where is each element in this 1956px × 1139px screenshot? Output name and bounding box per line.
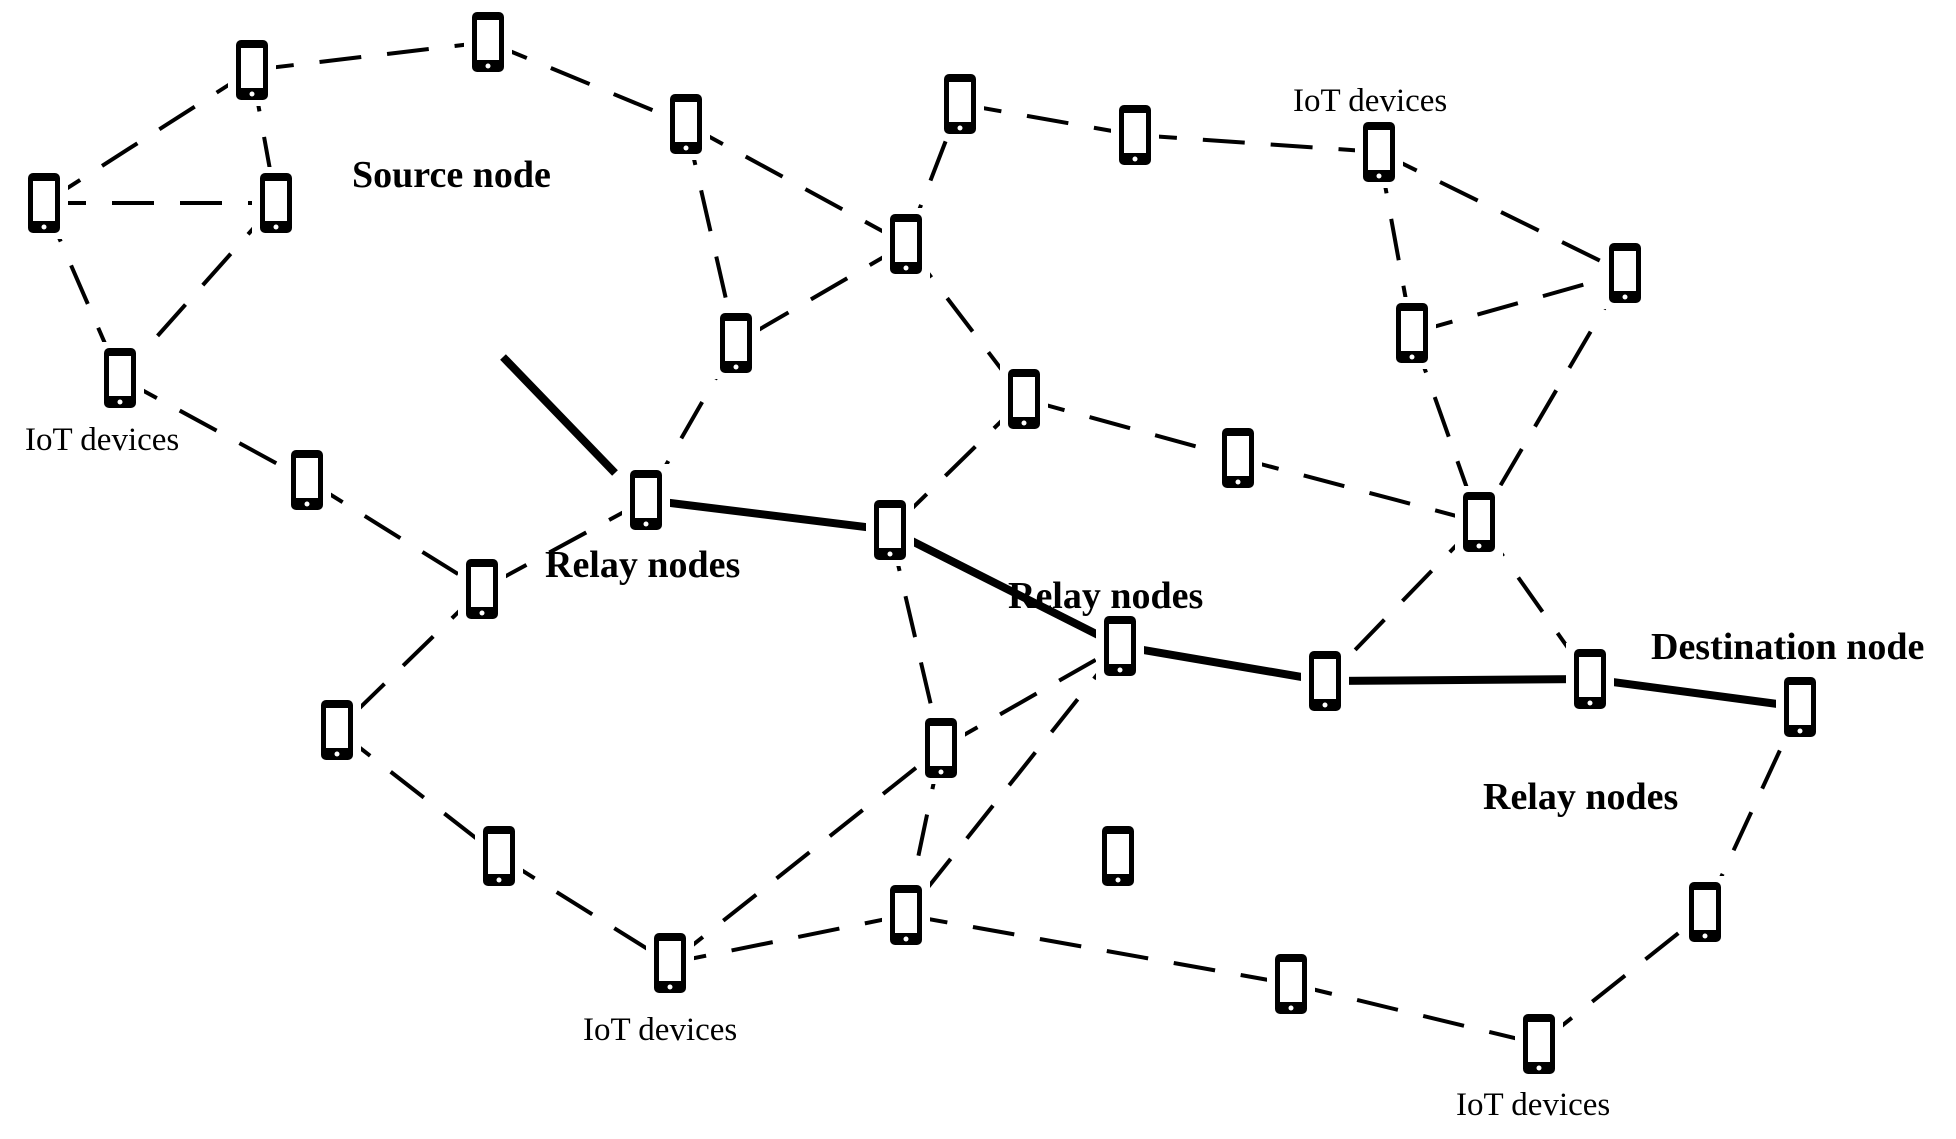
- route-link: [1589, 675, 1801, 711]
- dashed-link: [487, 40, 687, 126]
- label-source-node: Source node: [352, 154, 551, 196]
- source-route-link: [500, 354, 618, 476]
- mobile-phone-icon: [882, 879, 930, 951]
- mobile-phone-icon: [1776, 671, 1824, 743]
- label-iot-devices-4: IoT devices: [1456, 1087, 1610, 1123]
- label-destination-node: Destination node: [1651, 626, 1924, 668]
- mobile-phone-icon: [313, 694, 361, 766]
- mobile-phone-icon: [464, 6, 512, 78]
- dashed-link: [42, 68, 254, 205]
- mobile-phone-icon: [1111, 99, 1159, 171]
- mobile-phone-icon: [1094, 820, 1142, 892]
- label-iot-devices-2: IoT devices: [1293, 83, 1447, 119]
- dashed-link: [119, 376, 308, 482]
- mobile-phone-icon: [1515, 1008, 1563, 1080]
- mobile-phone-icon: [917, 712, 965, 784]
- mobile-phone-icon: [1566, 643, 1614, 715]
- mobile-phone-icon: [1267, 948, 1315, 1020]
- dashed-link: [1323, 520, 1481, 683]
- dashed-link: [685, 122, 907, 246]
- mobile-phone-icon: [20, 167, 68, 239]
- dashed-link: [497, 854, 672, 965]
- dashed-link: [940, 644, 1121, 750]
- dashed-link: [251, 40, 489, 72]
- dashed-link: [1290, 982, 1540, 1046]
- dashed-link: [335, 728, 501, 858]
- label-relay-nodes-1: Relay nodes: [545, 544, 740, 586]
- mobile-phone-icon: [622, 464, 670, 536]
- dashed-link: [1237, 456, 1480, 524]
- label-iot-devices-1: IoT devices: [25, 422, 179, 458]
- mobile-phone-icon: [936, 68, 984, 140]
- mobile-phone-icon: [646, 927, 694, 999]
- mobile-phone-icon: [1214, 422, 1262, 494]
- label-relay-nodes-2: Relay nodes: [1008, 575, 1203, 617]
- route-link: [888, 526, 1122, 650]
- mobile-phone-icon: [866, 494, 914, 566]
- dashed-link: [888, 529, 943, 749]
- mobile-phone-icon: [475, 820, 523, 892]
- dashed-link: [684, 123, 738, 344]
- mobile-phone-icon: [882, 208, 930, 280]
- dashed-link: [335, 587, 484, 732]
- mobile-phone-icon: [1601, 237, 1649, 309]
- dashed-link: [734, 242, 908, 345]
- label-relay-nodes-3: Relay nodes: [1483, 776, 1678, 818]
- labels-layer: Source node Relay nodes Relay nodes Rela…: [25, 83, 1924, 1123]
- mobile-phone-icon: [252, 167, 300, 239]
- dashed-link: [1378, 150, 1626, 275]
- mobile-phone-icon: [1355, 116, 1403, 188]
- mobile-phone-icon: [1301, 645, 1349, 717]
- dashed-link: [1477, 271, 1627, 524]
- mobile-phone-icon: [662, 88, 710, 160]
- mobile-phone-icon: [1681, 876, 1729, 948]
- mobile-phone-icon: [712, 307, 760, 379]
- dashed-link: [959, 102, 1136, 137]
- dashed-link: [305, 478, 484, 591]
- route-link: [1119, 642, 1326, 685]
- dashed-link: [905, 913, 1292, 986]
- dashed-link: [481, 498, 647, 591]
- mobile-phone-icon: [1388, 297, 1436, 369]
- mobile-phone-icon: [458, 553, 506, 625]
- mobile-phone-icon: [1455, 486, 1503, 558]
- dashed-link: [904, 644, 1122, 917]
- dashed-link: [1411, 271, 1626, 335]
- dashed-link: [1134, 133, 1380, 154]
- label-iot-devices-3: IoT devices: [583, 1012, 737, 1048]
- mobile-phone-icon: [1000, 363, 1048, 435]
- dashed-link: [118, 201, 278, 380]
- mobile-phone-icon: [283, 444, 331, 516]
- dashed-link: [1023, 397, 1239, 460]
- mobile-phone-icon: [96, 342, 144, 414]
- mobile-phone-icon: [1096, 610, 1144, 682]
- nodes-layer: [20, 6, 1824, 1080]
- dashed-link: [1537, 910, 1707, 1046]
- route-link: [1324, 675, 1591, 685]
- dashed-link: [668, 746, 943, 965]
- route-link: [645, 496, 891, 534]
- mobile-phone-icon: [228, 34, 276, 106]
- dashed-link: [669, 913, 907, 965]
